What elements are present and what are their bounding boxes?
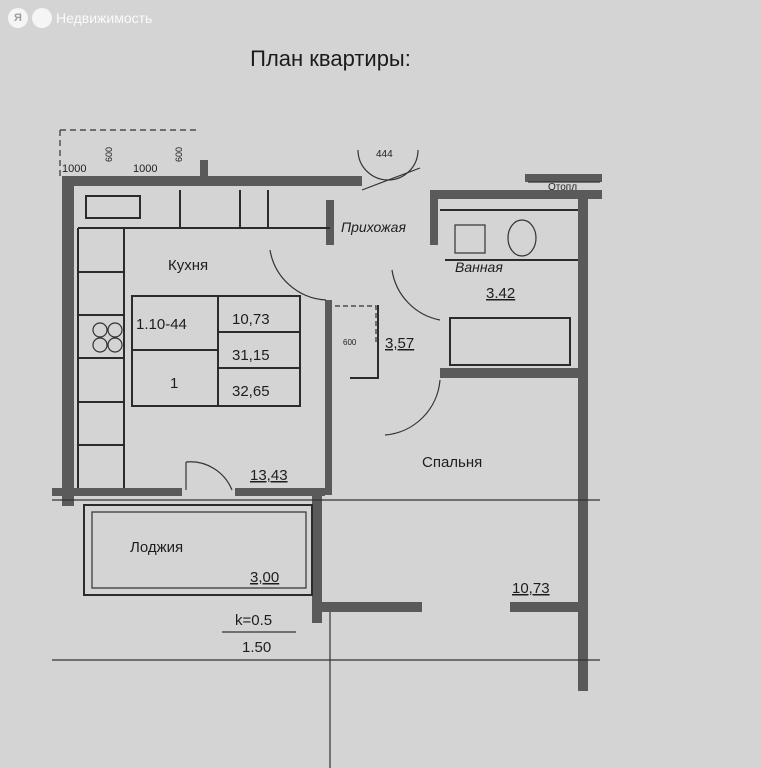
loggia-reduced-area: 1.50 <box>242 639 271 656</box>
window-dim-3: 1000 <box>133 163 157 175</box>
table-living-area: 10,73 <box>232 311 270 328</box>
room-area-bathroom: 3.42 <box>486 285 515 302</box>
plan-title: План квартиры: <box>250 46 411 71</box>
room-area-hall: 3,57 <box>385 335 414 352</box>
heating-label: Отопл <box>548 182 577 193</box>
room-area-bedroom: 10,73 <box>512 580 550 597</box>
walls <box>52 160 602 691</box>
table-rooms-count: 1 <box>170 375 178 392</box>
summary-table <box>131 295 301 407</box>
room-name-bedroom: Спальня <box>422 454 482 471</box>
yandex-logo-icon: Я <box>8 8 28 28</box>
room-name-loggia: Лоджия <box>130 539 183 556</box>
room-name-hall: Прихожая <box>341 219 406 235</box>
room-name-kitchen: Кухня <box>168 257 208 274</box>
window-dim-1: 1000 <box>62 163 86 175</box>
watermark-text: Недвижимость <box>56 10 153 26</box>
room-name-bathroom: Ванная <box>455 259 503 275</box>
window-dim-2: 600 <box>104 147 114 162</box>
table-type-code: 1.10-44 <box>136 316 187 333</box>
realty-logo-icon <box>32 8 52 28</box>
table-total-area: 31,15 <box>232 347 270 364</box>
room-area-kitchen: 13,43 <box>250 467 288 484</box>
room-area-loggia: 3,00 <box>250 569 279 586</box>
entrance-mark: 444 <box>376 149 393 160</box>
loggia-coefficient: k=0.5 <box>235 612 272 629</box>
watermark: Я Недвижимость <box>8 8 152 28</box>
interior-lines <box>52 129 600 768</box>
window-dim-4: 600 <box>174 147 184 162</box>
closet-dim: 600 <box>343 338 357 347</box>
table-total-with-loggia: 32,65 <box>232 383 270 400</box>
